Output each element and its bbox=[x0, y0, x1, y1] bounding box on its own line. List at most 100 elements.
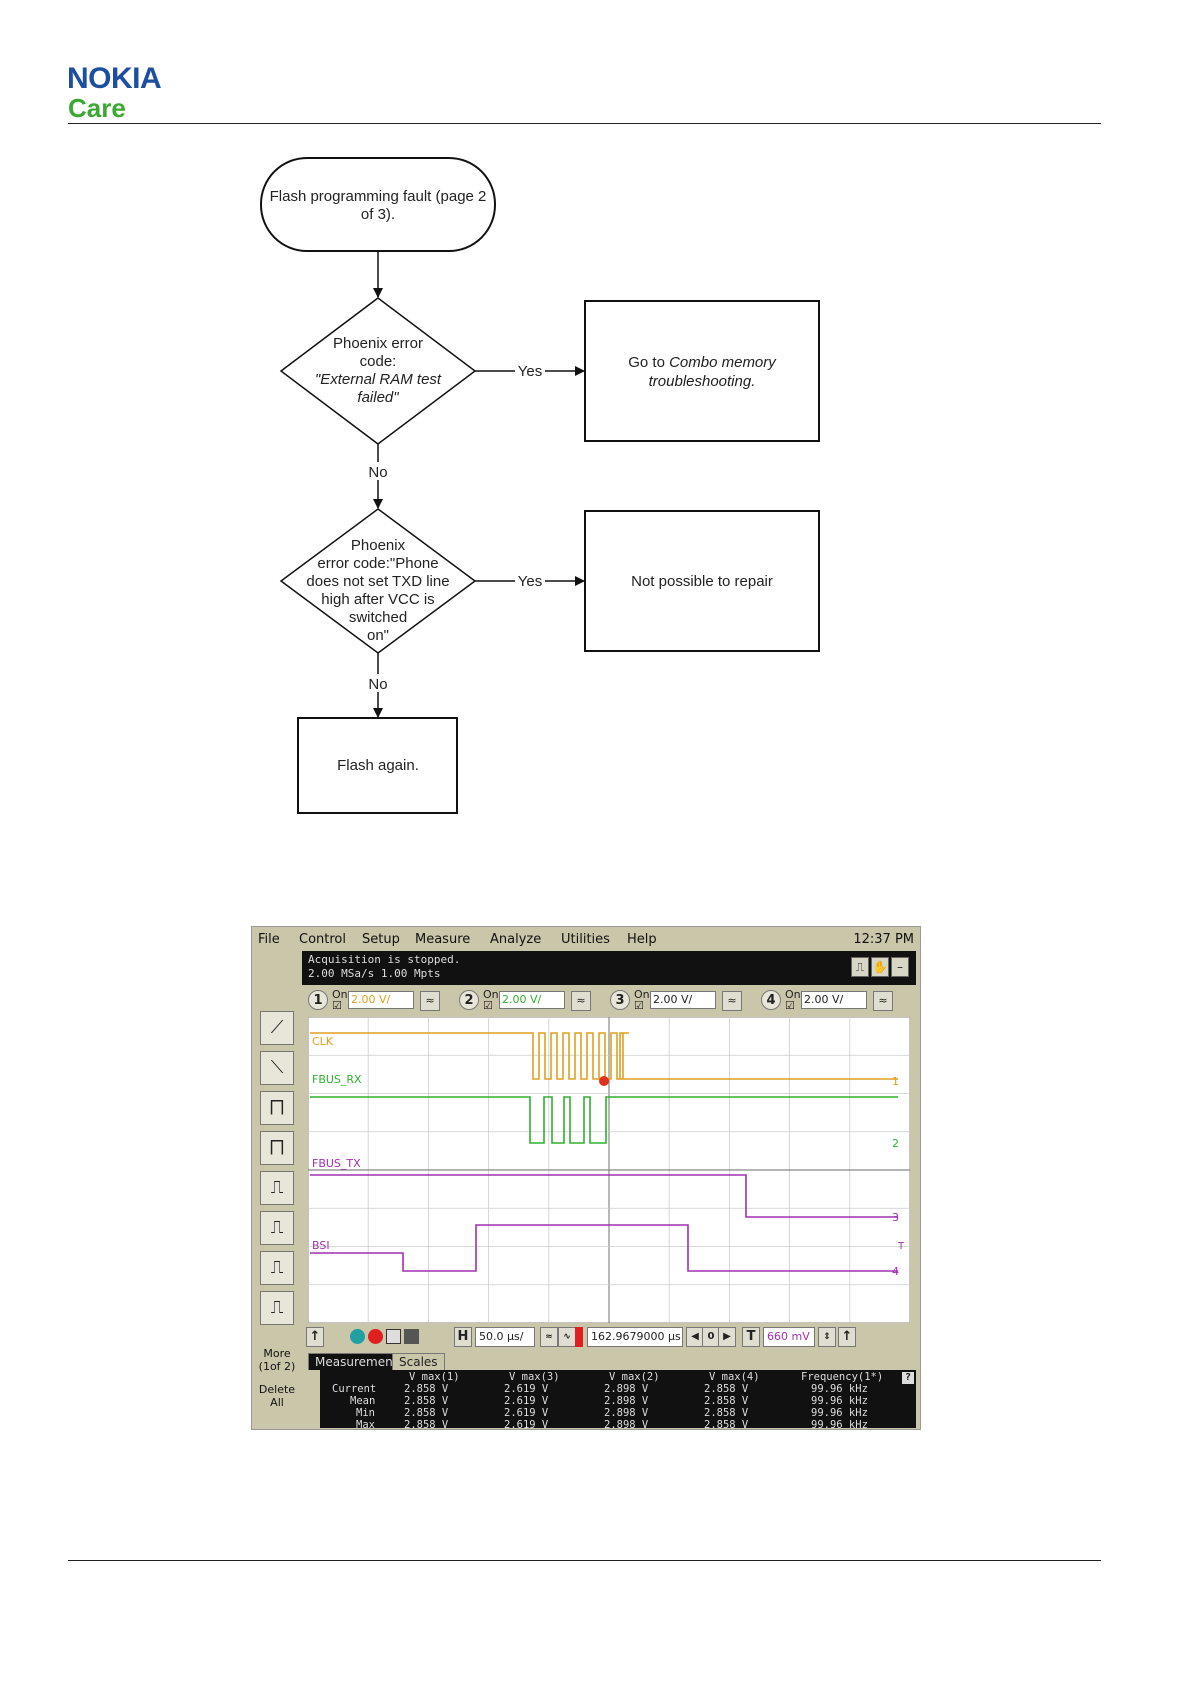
channel-2-adjust-icon[interactable]: ≈ bbox=[571, 991, 591, 1011]
menu-help[interactable]: Help bbox=[627, 932, 657, 947]
channel-4-number[interactable]: 4 bbox=[761, 990, 781, 1010]
more-button[interactable]: More(1of 2) bbox=[256, 1347, 298, 1373]
channel-3-adjust-icon[interactable]: ≈ bbox=[722, 991, 742, 1011]
meas-cell: 2.858 V bbox=[704, 1419, 749, 1431]
trace-fbus-tx bbox=[310, 1174, 898, 1218]
channel-controls: 1 On☑ 2.00 V/ ≈ 2 On☑ 2.00 V/ ≈ 3 On☑ 2.… bbox=[302, 985, 916, 1017]
rising-edge-icon[interactable]: ⟋ bbox=[260, 1011, 294, 1045]
channel-4-adjust-icon[interactable]: ≈ bbox=[873, 991, 893, 1011]
trace-fbus-rx bbox=[310, 1096, 898, 1144]
decision-2-text-1: Phoenix bbox=[351, 537, 406, 554]
trigger-position-icon[interactable] bbox=[575, 1327, 583, 1347]
pulse-width-icon[interactable]: ⨅ bbox=[260, 1091, 294, 1125]
display-grid bbox=[308, 1017, 910, 1323]
trace-clk bbox=[310, 1032, 898, 1080]
menu-control[interactable]: Control bbox=[299, 932, 346, 947]
channel-1-adjust-icon[interactable]: ≈ bbox=[420, 991, 440, 1011]
end-box bbox=[297, 717, 458, 814]
horizontal-adjust-icon[interactable]: ≈ bbox=[540, 1327, 558, 1347]
meas-cell: 2.898 V bbox=[604, 1419, 649, 1431]
delay-field[interactable]: 162.9679000 µs bbox=[587, 1327, 683, 1347]
decision-2-text-4: high after VCC is bbox=[321, 591, 434, 608]
trace-end-marker-clk: 1 bbox=[892, 1075, 899, 1088]
trace-bsi bbox=[310, 1224, 898, 1272]
no-label-bg bbox=[364, 674, 392, 692]
footer-divider bbox=[68, 1560, 1101, 1561]
decision-1-text-2: code: bbox=[360, 353, 397, 370]
acquisition-status-line-1: Acquisition is stopped. bbox=[308, 953, 461, 966]
meas-cell: 2.858 V bbox=[404, 1395, 449, 1407]
action-2-text: Not possible to repair bbox=[631, 573, 773, 590]
yes-label-bg bbox=[515, 572, 545, 590]
measurement-table: V max(1) V max(3) V max(2) V max(4) Freq… bbox=[308, 1370, 916, 1431]
start-text-2: of 3). bbox=[361, 206, 395, 223]
channel-2-number[interactable]: 2 bbox=[459, 990, 479, 1010]
trigger-level-field[interactable]: 660 mV bbox=[763, 1327, 815, 1347]
no-label-1: No bbox=[368, 464, 387, 481]
horizontal-scale-field[interactable]: 50.0 µs/ bbox=[475, 1327, 535, 1347]
meas-cell: 99.96 kHz bbox=[811, 1419, 868, 1431]
meas-cell: 2.898 V bbox=[604, 1383, 649, 1395]
trigger-level-spinner[interactable]: ⇕ bbox=[818, 1327, 836, 1347]
stop-button[interactable] bbox=[368, 1329, 383, 1344]
channel-1-on-label: On bbox=[332, 988, 348, 1001]
tab-scales[interactable]: Scales bbox=[392, 1353, 445, 1371]
meas-cell: 2.898 V bbox=[604, 1407, 649, 1419]
waveform-icon[interactable]: ⎍ bbox=[851, 957, 869, 977]
scroll-up-right-icon[interactable]: ↑ bbox=[838, 1327, 856, 1347]
menu-measure[interactable]: Measure bbox=[415, 932, 471, 947]
decision-1-text-1: Phoenix error bbox=[333, 335, 423, 352]
all-label: All bbox=[270, 1396, 284, 1409]
delay-right-icon[interactable]: ▶ bbox=[718, 1327, 736, 1347]
channel-4-on-checkbox[interactable]: On☑ bbox=[785, 988, 801, 1012]
channel-1-scale[interactable]: 2.00 V/ bbox=[348, 991, 414, 1009]
channel-3-on-label: On bbox=[634, 988, 650, 1001]
meas-row-label: Max bbox=[356, 1419, 375, 1431]
meas-row-label: Current bbox=[332, 1383, 377, 1395]
save-icon[interactable] bbox=[386, 1329, 401, 1344]
channel-3-scale[interactable]: 2.00 V/ bbox=[650, 991, 716, 1009]
decision-1-text-3: "External RAM test bbox=[315, 371, 442, 388]
meas-header-2: V max(3) bbox=[509, 1371, 560, 1383]
channel-1-number[interactable]: 1 bbox=[308, 990, 328, 1010]
minimize-icon[interactable]: – bbox=[891, 957, 909, 977]
period-icon[interactable]: ⨅ bbox=[260, 1131, 294, 1165]
horizontal-fine-icon[interactable]: ∿ bbox=[558, 1327, 576, 1347]
vmin-icon[interactable]: ⎍ bbox=[260, 1291, 294, 1325]
tab-measurements[interactable]: Measurements bbox=[308, 1353, 411, 1371]
yes-label-2: Yes bbox=[518, 573, 542, 590]
help-icon[interactable]: ? bbox=[902, 1372, 914, 1384]
action-2-box bbox=[584, 510, 820, 652]
channel-3-on-checkbox[interactable]: On☑ bbox=[634, 988, 650, 1012]
scroll-up-icon[interactable]: ↑ bbox=[306, 1327, 324, 1347]
cursor-marker[interactable] bbox=[599, 1076, 609, 1086]
trace-label-bsi: BSI bbox=[312, 1239, 330, 1252]
channel-2-on-checkbox[interactable]: On☑ bbox=[483, 988, 499, 1012]
menu-setup[interactable]: Setup bbox=[362, 932, 400, 947]
yes-label-bg bbox=[515, 362, 545, 380]
channel-3-number[interactable]: 3 bbox=[610, 990, 630, 1010]
nokia-logo: NOKIA bbox=[67, 62, 162, 95]
channel-2-scale[interactable]: 2.00 V/ bbox=[499, 991, 565, 1009]
decision-1-text-4: failed" bbox=[357, 389, 399, 406]
more-label: More bbox=[263, 1347, 291, 1360]
falling-edge-icon[interactable]: ⟍ bbox=[260, 1051, 294, 1085]
measurement-scrollbar[interactable] bbox=[308, 1370, 320, 1428]
meas-cell: 99.96 kHz bbox=[811, 1383, 868, 1395]
vpp-icon[interactable]: ⎍ bbox=[260, 1251, 294, 1285]
menu-analyze[interactable]: Analyze bbox=[490, 932, 542, 947]
channel-1-on-checkbox[interactable]: On☑ bbox=[332, 988, 348, 1012]
run-button[interactable] bbox=[350, 1329, 365, 1344]
print-icon[interactable] bbox=[404, 1329, 419, 1344]
vmax-icon[interactable]: ⎍ bbox=[260, 1211, 294, 1245]
menu-utilities[interactable]: Utilities bbox=[561, 932, 610, 947]
meas-cell: 2.619 V bbox=[504, 1395, 549, 1407]
channel-4-scale[interactable]: 2.00 V/ bbox=[801, 991, 867, 1009]
hand-icon[interactable]: ✋ bbox=[871, 957, 889, 977]
amplitude-icon[interactable]: ⎍ bbox=[260, 1171, 294, 1205]
action-1-text-2: troubleshooting. bbox=[649, 373, 756, 390]
menu-file[interactable]: File bbox=[258, 932, 280, 947]
